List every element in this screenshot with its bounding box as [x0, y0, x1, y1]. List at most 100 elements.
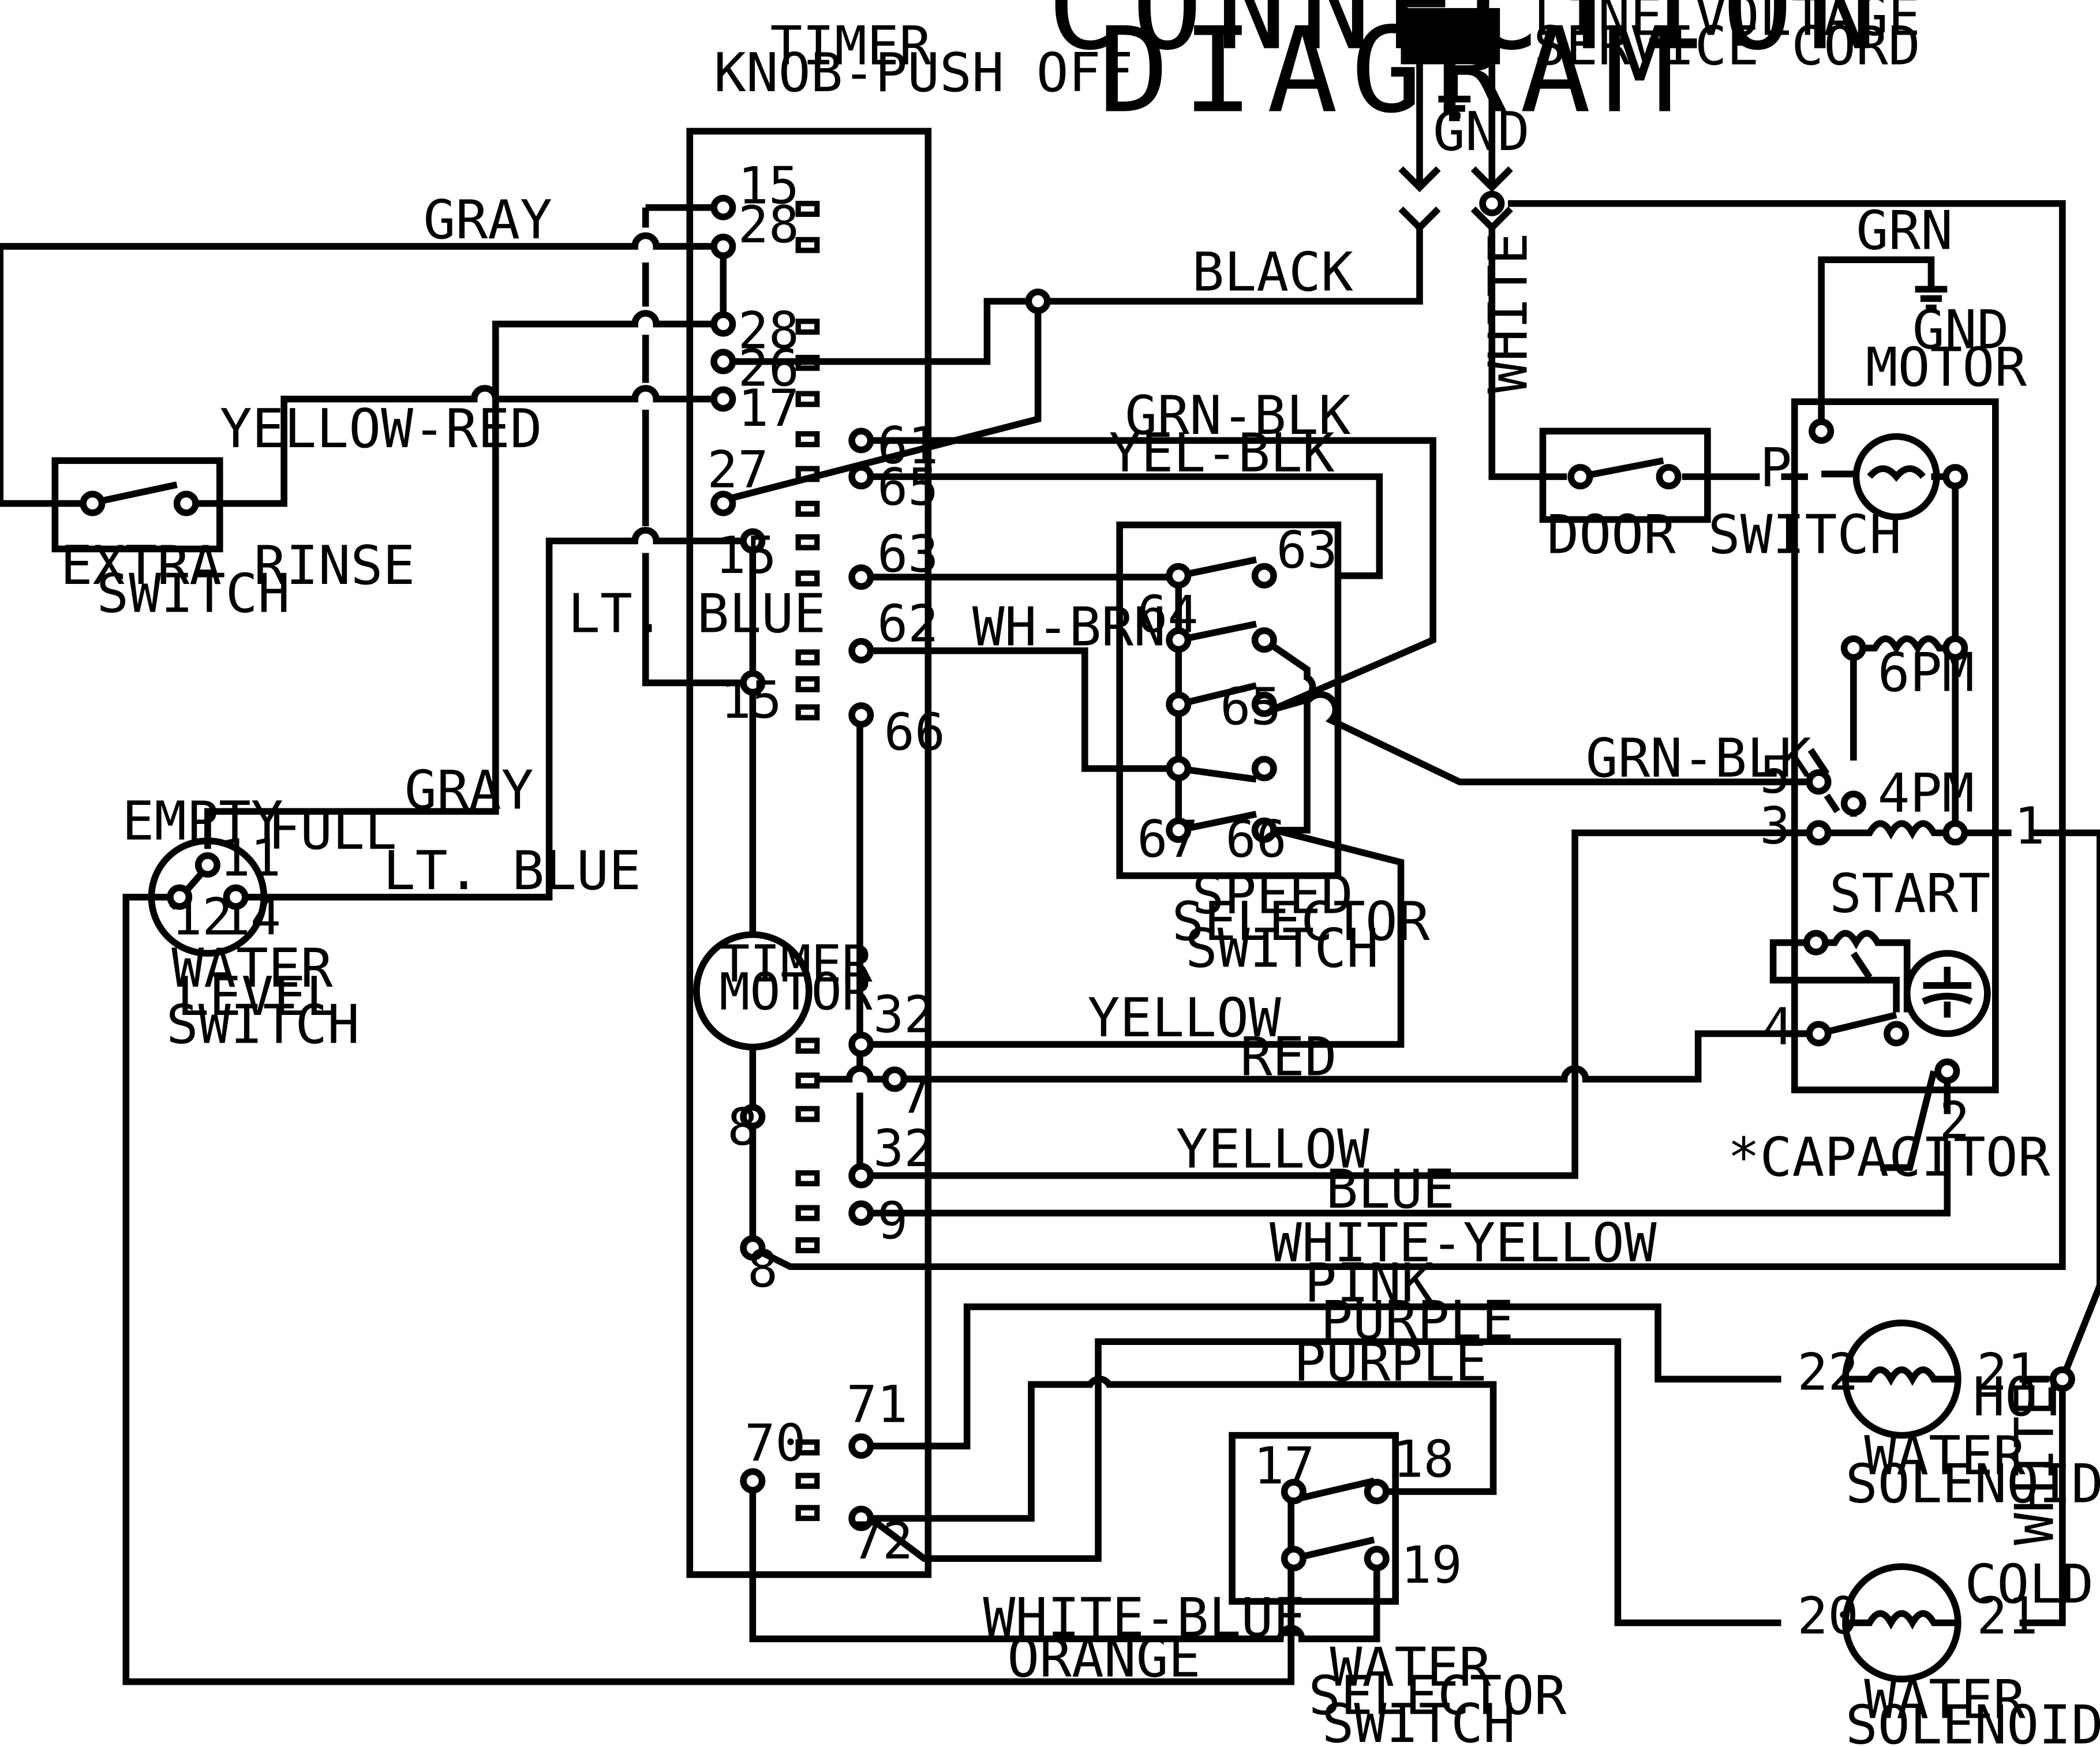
cold-21: 21 [1977, 1586, 2038, 1646]
term-9: 9 [877, 1192, 908, 1251]
sel-65: 65 [1220, 677, 1281, 736]
ws-18: 18 [1393, 1430, 1454, 1489]
term-71: 71 [847, 1374, 908, 1434]
motor-label: MOTOR [1866, 336, 2027, 398]
speed-selector-label-2: SELECTOR [1172, 890, 1430, 953]
motor-gnd: GND [1912, 298, 2009, 361]
service-cord: LINE VOLTAGE SERVICE CORD GND [1398, 0, 1921, 233]
term-8a: 8 [727, 1097, 758, 1157]
wire-gray-1: GRAY [423, 189, 552, 251]
solenoid-hot-label-1: WATER [1864, 1425, 2026, 1487]
wire-blue: BLUE [1326, 1158, 1455, 1220]
sel-67: 67 [1137, 810, 1198, 869]
wire-white-1: WHITE [1477, 233, 1540, 394]
wire-pink: PINK [1304, 1252, 1433, 1314]
term-66: 66 [884, 703, 945, 762]
hot-21: 21 [1977, 1343, 2038, 1402]
sel-64: 64 [1137, 585, 1198, 644]
timer-box [686, 128, 932, 1578]
extra-rinse-switch: EXTRA RINSE SWITCH [51, 457, 415, 624]
water-selector-label-1: WATER [1330, 1636, 1491, 1699]
wire-white-yellow: WHITE-YELLOW [1270, 1212, 1657, 1274]
wire-lt-blue-2: LT. BLUE [383, 840, 641, 902]
sel-63: 63 [1277, 520, 1338, 580]
term-15b: 15 [715, 526, 776, 585]
wire-labels: GRAY YELLOW-RED GRAY LT. BLUE LT. BLUE B… [220, 189, 2066, 1689]
winding-start [1769, 930, 1911, 1013]
term-7: 7 [900, 1065, 931, 1125]
timer-label-2: KNOB-PUSH OFF [714, 42, 1133, 104]
wire-wh-brn: WH-BRN [972, 596, 1166, 658]
term-72: 72 [852, 1511, 913, 1571]
wire-yel-blk: YEL-BLK [1109, 422, 1335, 484]
cord-label-1: LINE VOLTAGE [1533, 0, 1921, 47]
water-level-label-1: WATER [171, 937, 333, 999]
ws-17: 17 [1253, 1436, 1315, 1496]
term-26: 26 [738, 338, 799, 398]
motor-t2: 2 [1939, 1091, 1970, 1150]
wire-yellow-2: YELLOW [1176, 1118, 1369, 1181]
wire-lt-blue-1: LT. BLUE [568, 582, 826, 645]
term-15c: 15 [721, 670, 782, 730]
ground-icon-cord [1438, 95, 1471, 122]
water-level-label-2: LEVEL [177, 965, 338, 1028]
terminal-dots [80, 190, 2075, 1572]
wire-yellow-red: YELLOW-RED [220, 398, 542, 460]
term-32a: 32 [873, 985, 934, 1044]
term-61: 61 [877, 416, 938, 475]
wire-purple-2: PURPLE [1294, 1331, 1487, 1393]
water-selector-label-2: SELECTOR [1308, 1664, 1566, 1726]
water-selector-switch: WATER SELECTOR SWITCH [1229, 1432, 1567, 1746]
hot-22: 22 [1797, 1343, 1858, 1402]
terminal-numbers: 15 28 28 26 17 27 61 65 63 15 62 15 66 3… [707, 156, 2050, 1646]
sel-66: 66 [1225, 810, 1286, 869]
water-solenoid-cold: WATER SOLENOID COLD [1842, 1553, 2100, 1746]
motor-t4: 4 [1762, 997, 1793, 1056]
speed-selector-label-3: SWITCH [1185, 917, 1379, 979]
water-level-t11: 11 [220, 829, 281, 888]
motor-4pm: 4PM [1878, 762, 1975, 824]
timer-label-1: TIMER [770, 14, 932, 77]
term-8b: 8 [747, 1239, 778, 1299]
solenoid-cold-label-2: SOLENOID [1846, 1693, 2100, 1746]
term-32b: 32 [873, 1119, 934, 1178]
term-62: 62 [877, 594, 938, 654]
solenoid-cold-tag: COLD [1964, 1553, 2094, 1616]
wire-red: RED [1240, 1025, 1337, 1088]
motor-t1: 1 [2014, 796, 2045, 856]
term-70: 70 [744, 1414, 806, 1473]
cord-gnd: GND [1433, 100, 1530, 163]
wire-gray-2: GRAY [405, 759, 534, 822]
timer-motor-label-2: MOTOR [719, 962, 873, 1022]
term-15a: 15 [738, 156, 799, 216]
timer-block: TIMER KNOB-PUSH OFF [686, 14, 1133, 1578]
water-selector-label-3: SWITCH [1322, 1692, 1515, 1746]
wire-orange: ORANGE [1007, 1627, 1200, 1689]
wire-white-blue: WHITE-BLUE [983, 1587, 1305, 1649]
speed-selector-switch: SPEED SELECTOR SWITCH [1116, 521, 1430, 979]
extra-rinse-label-1: EXTRA RINSE [61, 534, 415, 597]
motor-start: START [1829, 862, 1990, 924]
title-line2: DIAGRAM [1098, 2, 1689, 140]
term-27: 27 [707, 440, 768, 500]
water-level-label-3: SWITCH [166, 994, 360, 1056]
wire-black: BLACK [1192, 241, 1353, 304]
timer-motor-label-1: TIMER [719, 934, 873, 994]
water-level-switch: EMPTY FULL 11 12 14 WATER LEVEL SWITCH [122, 790, 396, 1056]
capacitor [1903, 950, 1991, 1037]
wire-white-2: WHITE [2004, 1384, 2066, 1545]
wire-grn-blk-2: GRN-BLK [1586, 727, 1811, 789]
water-level-empty: EMPTY [122, 790, 283, 852]
motor-p: P [1760, 436, 1792, 499]
term-17: 17 [738, 379, 799, 438]
term-65: 65 [877, 458, 938, 517]
wiring [0, 200, 2100, 1685]
solenoid-cold-label-1: WATER [1864, 1668, 2026, 1730]
motor-block: GRN GND MOTOR 6PM 4PM START [1769, 200, 2027, 1093]
motor-t5: 5 [1760, 745, 1790, 805]
cord-label-2: SERVICE CORD [1533, 14, 1921, 77]
extra-rinse-label-2: SWITCH [96, 562, 290, 624]
motor-grn: GRN [1856, 200, 1953, 262]
wire-yellow-1: YELLOW [1087, 987, 1281, 1049]
